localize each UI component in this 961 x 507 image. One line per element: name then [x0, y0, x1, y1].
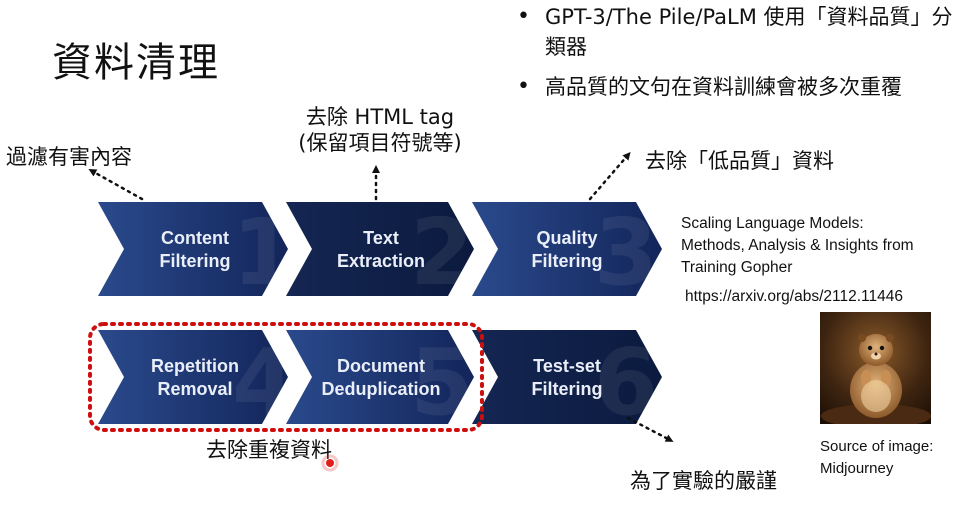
chevron-text-extraction	[286, 202, 474, 296]
step-number-2: 2	[410, 199, 474, 306]
reference-title-line1: Scaling Language Models:	[681, 215, 864, 232]
annotation-html-tag-line1: 去除 HTML tag	[305, 105, 455, 129]
reference-title-line2: Methods, Analysis & Insights from	[681, 237, 914, 254]
bullet-item-classifier: GPT-3/The Pile/PaLM 使用「資料品質」分類器	[515, 2, 955, 62]
step-1-label-line2: Filtering	[160, 251, 231, 271]
step-number-5: 5	[410, 329, 474, 436]
annotation-dedup: 去除重複資料	[206, 438, 332, 462]
image-source-line1: Source of image:	[820, 438, 934, 455]
step-number-6: 6	[594, 329, 658, 436]
step-6-label-line2: Filtering	[532, 379, 603, 399]
chevron-repetition-removal	[98, 330, 288, 424]
chevron-quality-filtering	[472, 202, 662, 296]
chevron-content-filtering	[98, 202, 288, 296]
step-1-label-line1: Content	[161, 228, 229, 248]
annotation-html-tag-line2: (保留項目符號等)	[298, 131, 462, 155]
slide-title: 資料清理	[52, 40, 220, 86]
step-3-label-line2: Filtering	[532, 251, 603, 271]
chevron-testset-filtering	[472, 330, 662, 424]
bullet-list: GPT-3/The Pile/PaLM 使用「資料品質」分類器 高品質的文句在資…	[515, 2, 955, 112]
pointer-dot	[326, 459, 334, 467]
image-source-caption: Source of image: Midjourney	[820, 436, 933, 480]
step-number-3: 3	[594, 199, 658, 306]
arrow-low-quality	[588, 151, 631, 201]
reference-citation: Scaling Language Models: Methods, Analys…	[681, 213, 914, 279]
step-3-label-line1: Quality	[536, 228, 597, 248]
arrow-harmful-content	[88, 169, 144, 201]
bullet-item-repetition: 高品質的文句在資料訓練會被多次重覆	[515, 72, 955, 102]
step-6-label-line1: Test-set	[533, 356, 601, 376]
step-4-label-line1: Repetition	[151, 356, 239, 376]
dedup-highlight-box	[88, 322, 484, 432]
annotation-low-quality: 去除「低品質」資料	[645, 149, 834, 173]
step-4-label-line2: Removal	[157, 379, 232, 399]
step-2-label-line1: Text	[363, 228, 399, 248]
step-number-1: 1	[232, 199, 296, 306]
reference-title-line3: Training Gopher	[681, 259, 793, 276]
image-source-line2: Midjourney	[820, 460, 894, 477]
groundhog-photo	[820, 312, 931, 424]
step-number-4: 4	[232, 329, 296, 436]
reference-url[interactable]: https://arxiv.org/abs/2112.11446	[685, 288, 903, 305]
chevron-document-deduplication	[286, 330, 474, 424]
step-2-label-line2: Extraction	[337, 251, 425, 271]
annotation-harmful-content: 過濾有害內容	[6, 145, 132, 169]
step-5-label-line1: Document	[337, 356, 425, 376]
annotation-html-tag: 去除 HTML tag (保留項目符號等)	[270, 104, 490, 156]
annotation-rigor: 為了實驗的嚴謹	[630, 469, 777, 493]
pointer-dot-glow	[321, 454, 339, 472]
step-5-label-line2: Deduplication	[321, 379, 440, 399]
arrow-testset-rigor	[626, 416, 674, 442]
